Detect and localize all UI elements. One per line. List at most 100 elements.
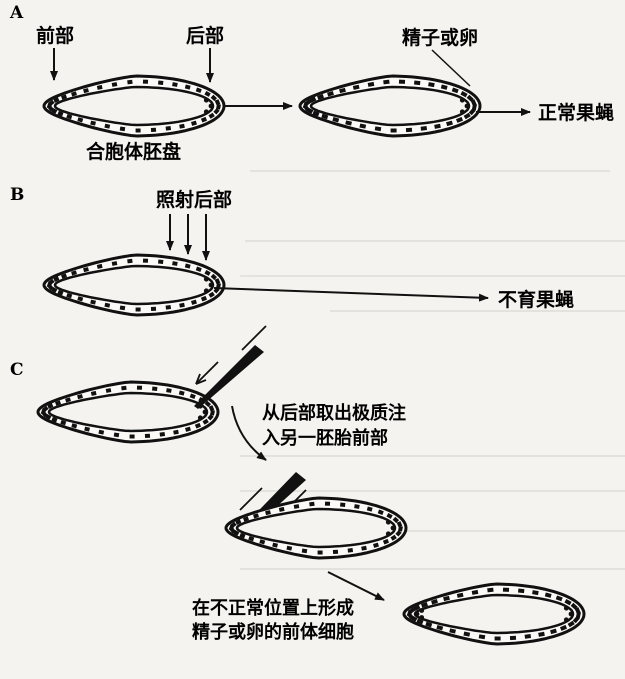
ectopic-label-line2: 精子或卵的前体细胞 — [192, 621, 354, 643]
nucleus-mark — [185, 426, 191, 432]
nucleus-mark — [574, 607, 581, 615]
nucleus-mark — [286, 545, 293, 551]
nucleus-mark — [463, 112, 471, 120]
nucleus-mark — [51, 416, 58, 423]
nucleus-mark — [230, 521, 237, 528]
nucleus-mark — [317, 94, 324, 100]
nucleus-mark — [172, 82, 178, 87]
nucleus-mark — [83, 267, 89, 273]
nucleus-mark — [502, 587, 510, 592]
nucleus-mark — [189, 393, 196, 399]
panel-a-letter: A — [9, 3, 24, 23]
nucleus-mark — [428, 82, 435, 88]
nucleus-mark — [550, 628, 557, 635]
nucleus-mark — [158, 80, 164, 85]
nucleus-mark — [431, 599, 438, 605]
transfer-arrow — [231, 405, 267, 461]
nucleus-mark — [440, 84, 448, 90]
nucleus-mark — [278, 506, 285, 512]
nucleus-mark — [354, 504, 360, 509]
nucleus-mark — [392, 516, 400, 524]
nucleus-mark — [158, 259, 164, 264]
transfer-label-line1: 从后部取出极质注 — [262, 402, 406, 424]
nucleus-mark — [144, 433, 151, 439]
panel-c: C 从后部取出极质注 入另一胚胎前部 在不正常位置上形成 精子或卵的前体细胞 — [10, 325, 586, 646]
nucleus-mark — [460, 91, 468, 98]
nucleus-mark — [570, 602, 578, 610]
nucleus-mark — [471, 589, 479, 595]
germ-cell-leader — [431, 49, 471, 87]
nucleus-mark — [96, 263, 103, 269]
nucleus-mark — [425, 621, 433, 628]
embryo-yolk-boundary — [53, 264, 215, 306]
nucleus-mark — [396, 521, 403, 528]
nucleus-mark — [564, 599, 572, 606]
nucleus-mark — [383, 79, 390, 85]
panel-b: B 照射后部 不育果蝇 — [10, 185, 574, 317]
nucleus-mark — [544, 592, 552, 598]
nucleus-mark — [142, 79, 149, 84]
nucleus-mark — [235, 519, 242, 525]
pole-plasm-dot — [385, 519, 391, 525]
pole-plasm-dot — [203, 288, 209, 294]
nucleus-mark — [113, 432, 120, 438]
pole-plasm-dot — [208, 103, 214, 109]
embryo-c2 — [224, 496, 408, 560]
nucleus-mark — [208, 291, 215, 298]
nucleus-mark — [414, 80, 421, 86]
nucleus-mark — [248, 535, 255, 542]
ectopic-label-line1: 在不正常位置上形成 — [192, 597, 354, 619]
nucleus-mark — [150, 306, 157, 312]
nucleus-mark — [478, 634, 486, 640]
nucleus-mark — [377, 509, 384, 515]
pole-plasm-dot — [568, 611, 574, 617]
nucleus-mark — [374, 126, 382, 132]
nucleus-mark — [210, 409, 215, 416]
pole-plasm-dot — [414, 611, 420, 617]
nucleus-mark — [367, 81, 375, 87]
nucleus-mark — [191, 299, 197, 305]
nucleus-mark — [65, 397, 71, 403]
nucleus-mark — [178, 390, 185, 396]
pole-plasm-dot — [197, 415, 203, 421]
nucleus-mark — [77, 296, 84, 302]
nucleus-mark — [340, 502, 346, 507]
nucleus-mark — [332, 549, 339, 555]
nucleus-mark — [345, 120, 352, 126]
nucleus-mark — [395, 530, 402, 537]
embryo-yolk-boundary — [309, 85, 471, 127]
nucleus-mark — [390, 534, 397, 541]
nucleus-mark — [200, 295, 208, 302]
panel-b-letter: B — [10, 185, 24, 205]
nucleus-mark — [449, 628, 456, 634]
nucleus-mark — [253, 513, 259, 519]
germ-cell-label: 精子或卵 — [402, 26, 478, 49]
nucleus-mark — [71, 270, 77, 276]
nucleus-mark — [90, 299, 96, 305]
nucleus-mark — [324, 501, 331, 506]
pole-plasm-dot — [202, 409, 208, 415]
nucleus-mark — [446, 120, 453, 127]
nucleus-mark — [90, 120, 96, 126]
nucleus-mark — [352, 84, 360, 90]
nucleus-mark — [71, 91, 77, 97]
nucleus-mark — [390, 128, 397, 133]
nucleus-mark — [301, 548, 308, 554]
nucleus-mark — [77, 117, 84, 123]
embryo-yolk-boundary — [47, 391, 209, 433]
nucleus-mark — [172, 261, 178, 266]
nucleus-mark — [61, 94, 68, 100]
nucleus-mark — [48, 99, 55, 106]
nucleus-mark — [443, 595, 450, 602]
nucleus-mark — [90, 390, 97, 396]
nucleus-mark — [104, 123, 111, 129]
pole-plasm-dot — [419, 615, 425, 620]
nucleus-mark — [104, 302, 111, 308]
nucleus-mark — [53, 276, 60, 282]
nucleus-mark — [518, 588, 525, 594]
withdraw-pipette — [194, 325, 267, 409]
pole-plasm-dot — [203, 97, 209, 103]
embryo-a2 — [298, 74, 482, 138]
nucleus-mark — [538, 631, 545, 637]
embryo-a1 — [42, 74, 226, 138]
